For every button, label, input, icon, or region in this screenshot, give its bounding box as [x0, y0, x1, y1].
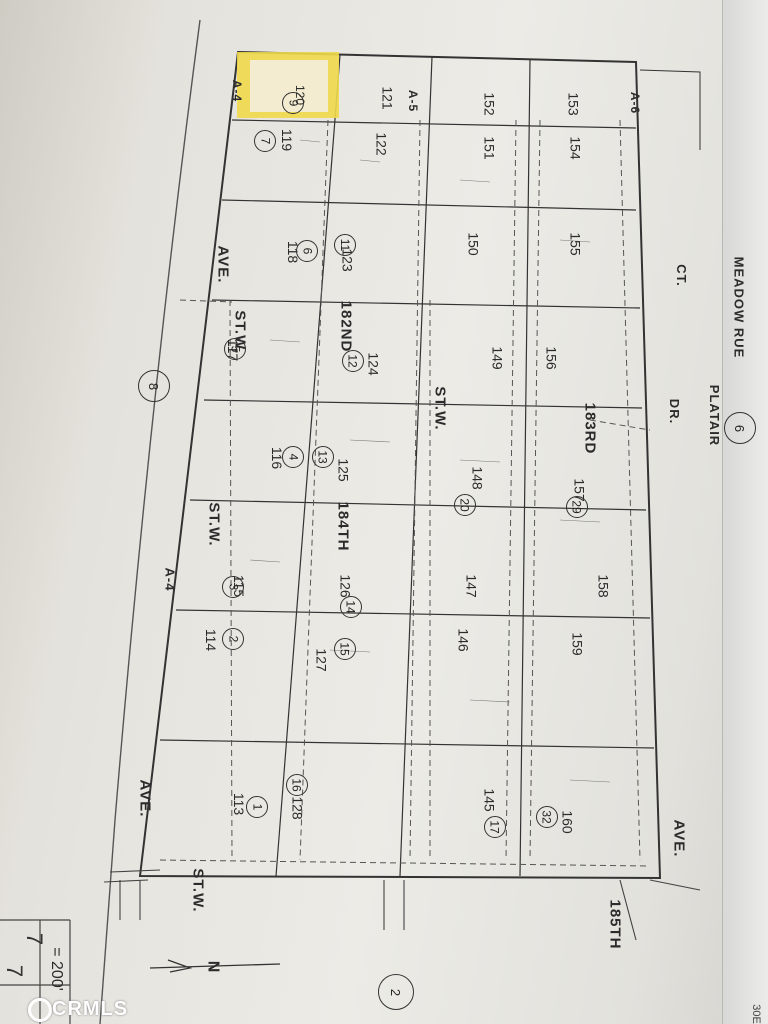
sheet-reference-circle: 6	[724, 412, 756, 444]
lot-bubble: 2	[222, 628, 244, 650]
parcel-122: 122	[373, 132, 390, 156]
road-label-st-w-4: ST.W.	[189, 868, 207, 913]
parcel-113: 113	[231, 792, 248, 816]
sheet-reference-circle: 2	[378, 974, 414, 1010]
road-label-platair: PLATAIR	[707, 384, 723, 447]
road-label-dr: DR.	[667, 398, 683, 425]
lot-bubble: 32	[536, 806, 558, 828]
road-label-st-w-3: ST.W.	[431, 386, 449, 431]
parcel-121: 121	[379, 86, 396, 110]
lot-bubble: 5	[224, 338, 246, 360]
lot-bubble: 16	[286, 774, 308, 796]
sheet-number-2: 7	[2, 964, 28, 978]
lot-bubble: 7	[254, 130, 276, 152]
road-label-st-w-2: ST.W.	[205, 502, 223, 547]
sheet-number: 7	[22, 932, 48, 946]
road-label-184th: 184TH	[334, 501, 352, 552]
parcel-125: 125	[335, 458, 352, 482]
lot-bubble: 17	[484, 816, 506, 838]
parcel-148: 148	[469, 466, 486, 490]
parcel-151: 151	[481, 136, 498, 160]
watermark-text: CRMLS	[52, 998, 129, 1020]
sheet-reference-circle: 8	[138, 370, 170, 402]
parcel-124: 124	[365, 352, 382, 376]
lot-bubble: 20	[454, 494, 476, 516]
parcel-114: 114	[203, 628, 220, 652]
parcel-152: 152	[481, 92, 498, 116]
lot-bubble: 14	[340, 596, 362, 618]
parcel-128: 128	[289, 796, 306, 820]
parcel-126: 126	[337, 574, 354, 598]
parcel-146: 146	[455, 628, 472, 652]
map-scale: = 200'	[47, 947, 65, 991]
north-arrow-label: N	[204, 960, 222, 974]
parcel-119: 119	[279, 128, 296, 152]
road-label-meadow-rue: MEADOW RUE	[731, 256, 747, 359]
parcel-127: 127	[313, 648, 330, 672]
parcel-145: 145	[481, 788, 498, 812]
crmls-logo-icon	[28, 998, 52, 1022]
parcel-147: 147	[463, 574, 480, 598]
parcel-159: 159	[569, 632, 586, 656]
lot-bubble: 15	[334, 638, 356, 660]
road-label-ct: CT.	[673, 264, 689, 287]
parcel-150: 150	[465, 232, 482, 256]
road-label-183rd: 183RD	[581, 402, 599, 455]
area-label-a4: A-4	[162, 567, 178, 592]
parcel-149: 149	[489, 346, 506, 370]
lot-bubble: 9	[282, 92, 304, 114]
lot-bubble: 3	[222, 576, 244, 598]
parcel-154: 154	[567, 136, 584, 160]
area-label-a6: A-6	[628, 91, 643, 115]
lot-bubble: 4	[282, 446, 304, 468]
parcel-160: 160	[559, 810, 576, 834]
lot-bubble: 1	[246, 796, 268, 818]
road-label-182nd: 182ND	[337, 300, 355, 353]
lot-bubble: 11	[334, 234, 356, 256]
lot-bubble: 6	[296, 240, 318, 262]
road-label-ave-bottom: AVE.	[670, 819, 688, 858]
area-label-a4-top: A-4	[230, 79, 245, 103]
facing-page-edge	[722, 0, 768, 1024]
corner-text: 30E	[750, 1004, 763, 1024]
road-label-ave: AVE.	[214, 245, 232, 284]
lot-bubble: 12	[342, 350, 364, 372]
parcel-156: 156	[543, 346, 560, 370]
parcel-158: 158	[595, 574, 612, 598]
lot-bubble: 13	[312, 446, 334, 468]
parcel-155: 155	[567, 232, 584, 256]
parcel-153: 153	[565, 92, 582, 116]
road-label-185th: 185TH	[606, 899, 624, 950]
road-label-ave-left: AVE.	[136, 779, 154, 818]
area-label-a5: A-5	[406, 89, 421, 113]
lot-bubble: 29	[566, 496, 588, 518]
